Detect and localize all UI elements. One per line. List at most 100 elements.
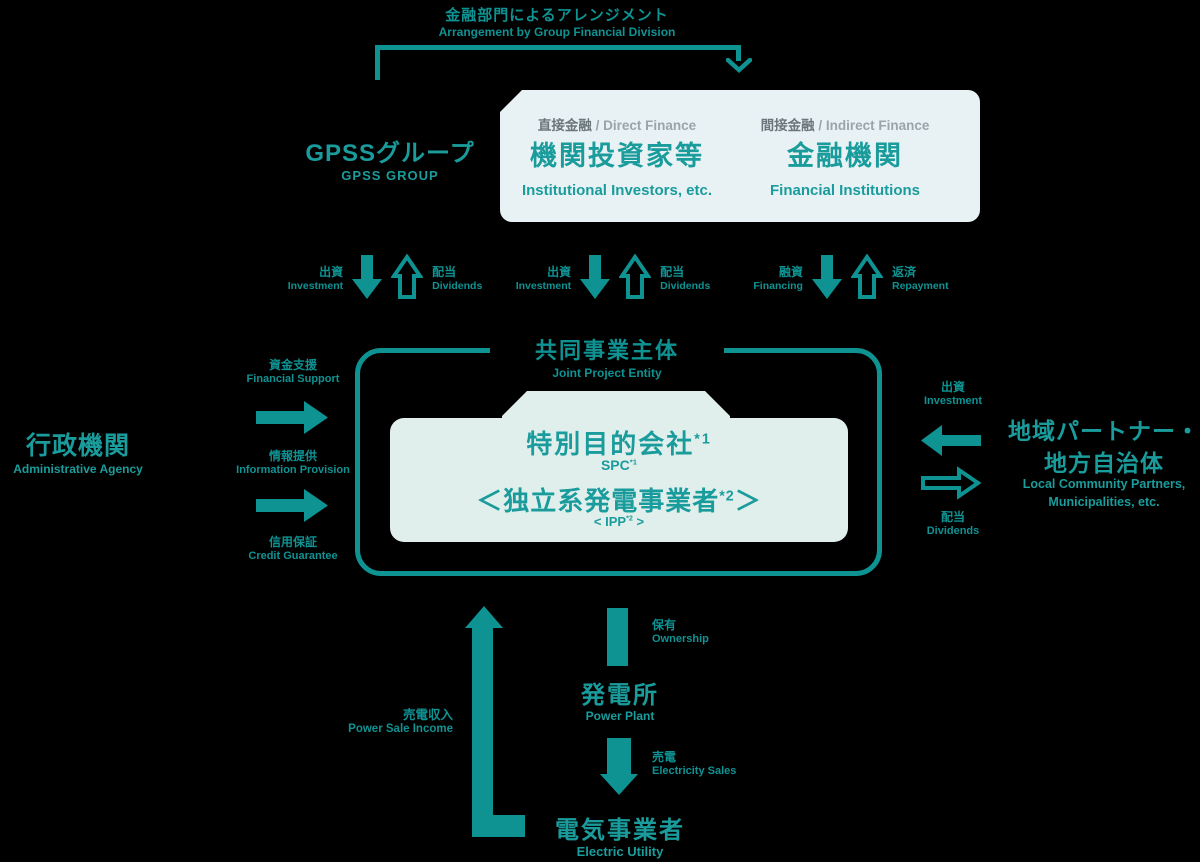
- electric-utility-jp: 電気事業者: [555, 817, 685, 844]
- repayment-label-en: Repayment: [891, 279, 949, 292]
- partner-dividends-label: 配当 Dividends: [908, 508, 998, 537]
- direct-finance-tag-jp: 直接金融: [537, 118, 596, 133]
- indirect-finance-tag-jp: 間接金融: [760, 118, 819, 133]
- institutional-investors-en: Institutional Investors, etc.: [521, 182, 713, 199]
- dividends-label: 配当 Dividends: [432, 263, 482, 292]
- administrative-agency-en: Administrative Agency: [13, 462, 143, 476]
- ownership-jp: 保有: [652, 618, 677, 632]
- ipp-title-jp-text: ＜独立系発電事業者: [476, 486, 720, 516]
- power-sale-income-jp: 売電収入: [402, 708, 453, 722]
- down-arrow-icon: [352, 255, 383, 299]
- partner-name-jp-line1: 地域パートナー・: [1008, 418, 1200, 444]
- partner-dividends-jp: 配当: [940, 510, 965, 524]
- investment-label-jp: 出資: [319, 264, 344, 279]
- ownership-en: Ownership: [652, 633, 709, 645]
- right-arrow-icon: [256, 489, 328, 522]
- financial-support-jp: 資金支援: [268, 358, 317, 372]
- financing-label-jp: 融資: [778, 264, 803, 279]
- flow-group-financing: 融資 Financing 返済 Repayment: [734, 252, 968, 302]
- left-arrow-icon: [921, 425, 981, 456]
- gpss-group-label-en: GPSS GROUP: [341, 168, 439, 183]
- bracket-top-segment: [375, 45, 741, 50]
- page-title-jp: 金融部門によるアレンジメント: [445, 7, 669, 24]
- spc-plaque-tab: [502, 391, 730, 419]
- partner-investment-jp: 出資: [940, 380, 965, 394]
- information-provision-jp: 情報提供: [268, 449, 317, 463]
- financial-support-en: Financial Support: [246, 373, 340, 385]
- bracket-right-segment: [736, 45, 741, 61]
- direct-finance-tag-en: / Direct Finance: [595, 118, 697, 133]
- joint-entity-title-en: Joint Project Entity: [552, 366, 662, 380]
- ipp-title-jp-close: ＞: [734, 486, 762, 516]
- indirect-finance-tag-en: / Indirect Finance: [818, 118, 930, 133]
- spc-en-footnote-mark: *1: [629, 457, 638, 467]
- up-arrow-outline-icon: [619, 254, 652, 299]
- partner-name-en-line2: Municipalities, etc.: [1048, 495, 1160, 509]
- dividends-label-jp: 配当: [660, 264, 685, 279]
- electric-utility-en: Electric Utility: [576, 844, 664, 859]
- dividends-label-en: Dividends: [660, 279, 711, 292]
- investment-label-en: Investment: [287, 279, 344, 292]
- partner-investment-label: 出資 Investment: [908, 378, 998, 407]
- chevron-down-icon: [726, 58, 752, 73]
- ipp-footnote-mark: *2: [719, 488, 735, 505]
- down-arrow-icon: [811, 255, 842, 299]
- electricity-sales-en: Electricity Sales: [652, 765, 737, 777]
- flow-group-investment-1: 出資 Investment 配当 Dividends: [268, 252, 502, 302]
- down-arrow-icon: [600, 738, 638, 795]
- ipp-title-en-text: < IPP: [593, 514, 627, 529]
- up-arrowhead-icon: [465, 606, 503, 628]
- ipp-title-jp: ＜独立系発電事業者*2＞: [390, 481, 848, 518]
- dividends-label-jp: 配当: [432, 264, 457, 279]
- ipp-en-footnote-mark: *2: [626, 514, 633, 523]
- administrative-agency-jp: 行政機関: [25, 432, 130, 460]
- up-arrow-outline-icon: [391, 254, 424, 299]
- dividends-label-en: Dividends: [432, 279, 483, 292]
- information-provision-label: 情報提供 Information Provision: [218, 447, 368, 476]
- power-plant-en: Power Plant: [585, 709, 655, 723]
- direct-finance-tag: 直接金融 / Direct Finance: [517, 114, 717, 134]
- financial-support-label: 資金支援 Financial Support: [218, 356, 368, 385]
- partner-name-jp-line2: 地方自治体: [1044, 450, 1164, 476]
- financing-label: 融資 Financing: [753, 263, 803, 292]
- income-arrow-shaft: [472, 626, 493, 837]
- partner-name-en-line1: Local Community Partners,: [1022, 477, 1186, 491]
- ownership-connector: [607, 608, 628, 666]
- repayment-label-jp: 返済: [891, 264, 916, 279]
- spc-plaque: [390, 418, 848, 542]
- power-sale-income-label: 売電収入 Power Sale Income: [300, 704, 453, 735]
- institutional-investors-jp: 機関投資家等: [530, 141, 704, 171]
- electricity-sales-jp: 売電: [652, 750, 677, 764]
- repayment-label: 返済 Repayment: [892, 263, 949, 292]
- dividends-label: 配当 Dividends: [660, 263, 710, 292]
- financial-institutions-en: Financial Institutions: [769, 182, 920, 199]
- page-title-en: Arrangement by Group Financial Division: [438, 25, 676, 39]
- joint-entity-title-jp: 共同事業主体: [534, 338, 679, 363]
- joint-entity-title: 共同事業主体 Joint Project Entity: [490, 330, 724, 384]
- ipp-title-en-close: >: [632, 514, 645, 529]
- up-arrow-outline-icon: [850, 254, 883, 299]
- partner-investment-en: Investment: [923, 395, 983, 407]
- power-plant-jp: 発電所: [581, 682, 659, 709]
- gpss-group-label-jp: GPSSグループ: [305, 140, 475, 167]
- spc-title-en: SPC*1: [390, 457, 848, 473]
- spc-title-en-text: SPC: [600, 457, 630, 473]
- credit-guarantee-en: Credit Guarantee: [248, 550, 338, 562]
- investment-label: 出資 Investment: [288, 263, 343, 292]
- financing-label-en: Financing: [753, 279, 803, 292]
- bracket-left-segment: [375, 45, 380, 80]
- spc-footnote-mark: *1: [694, 431, 712, 448]
- partner-dividends-en: Dividends: [926, 525, 980, 537]
- agency-flows-column: 資金支援 Financial Support 情報提供 Information …: [218, 0, 368, 600]
- credit-guarantee-label: 信用保証 Credit Guarantee: [218, 533, 368, 562]
- right-arrow-outline-icon: [921, 466, 981, 500]
- investment-label-en: Investment: [515, 279, 572, 292]
- electricity-sales-label: 売電 Electricity Sales: [652, 748, 736, 777]
- ownership-label: 保有 Ownership: [652, 616, 709, 645]
- investment-label: 出資 Investment: [516, 263, 571, 292]
- down-arrow-icon: [580, 255, 611, 299]
- indirect-finance-tag: 間接金融 / Indirect Finance: [745, 114, 945, 134]
- right-arrow-icon: [256, 401, 328, 434]
- spc-title-jp-text: 特別目的会社: [526, 429, 695, 459]
